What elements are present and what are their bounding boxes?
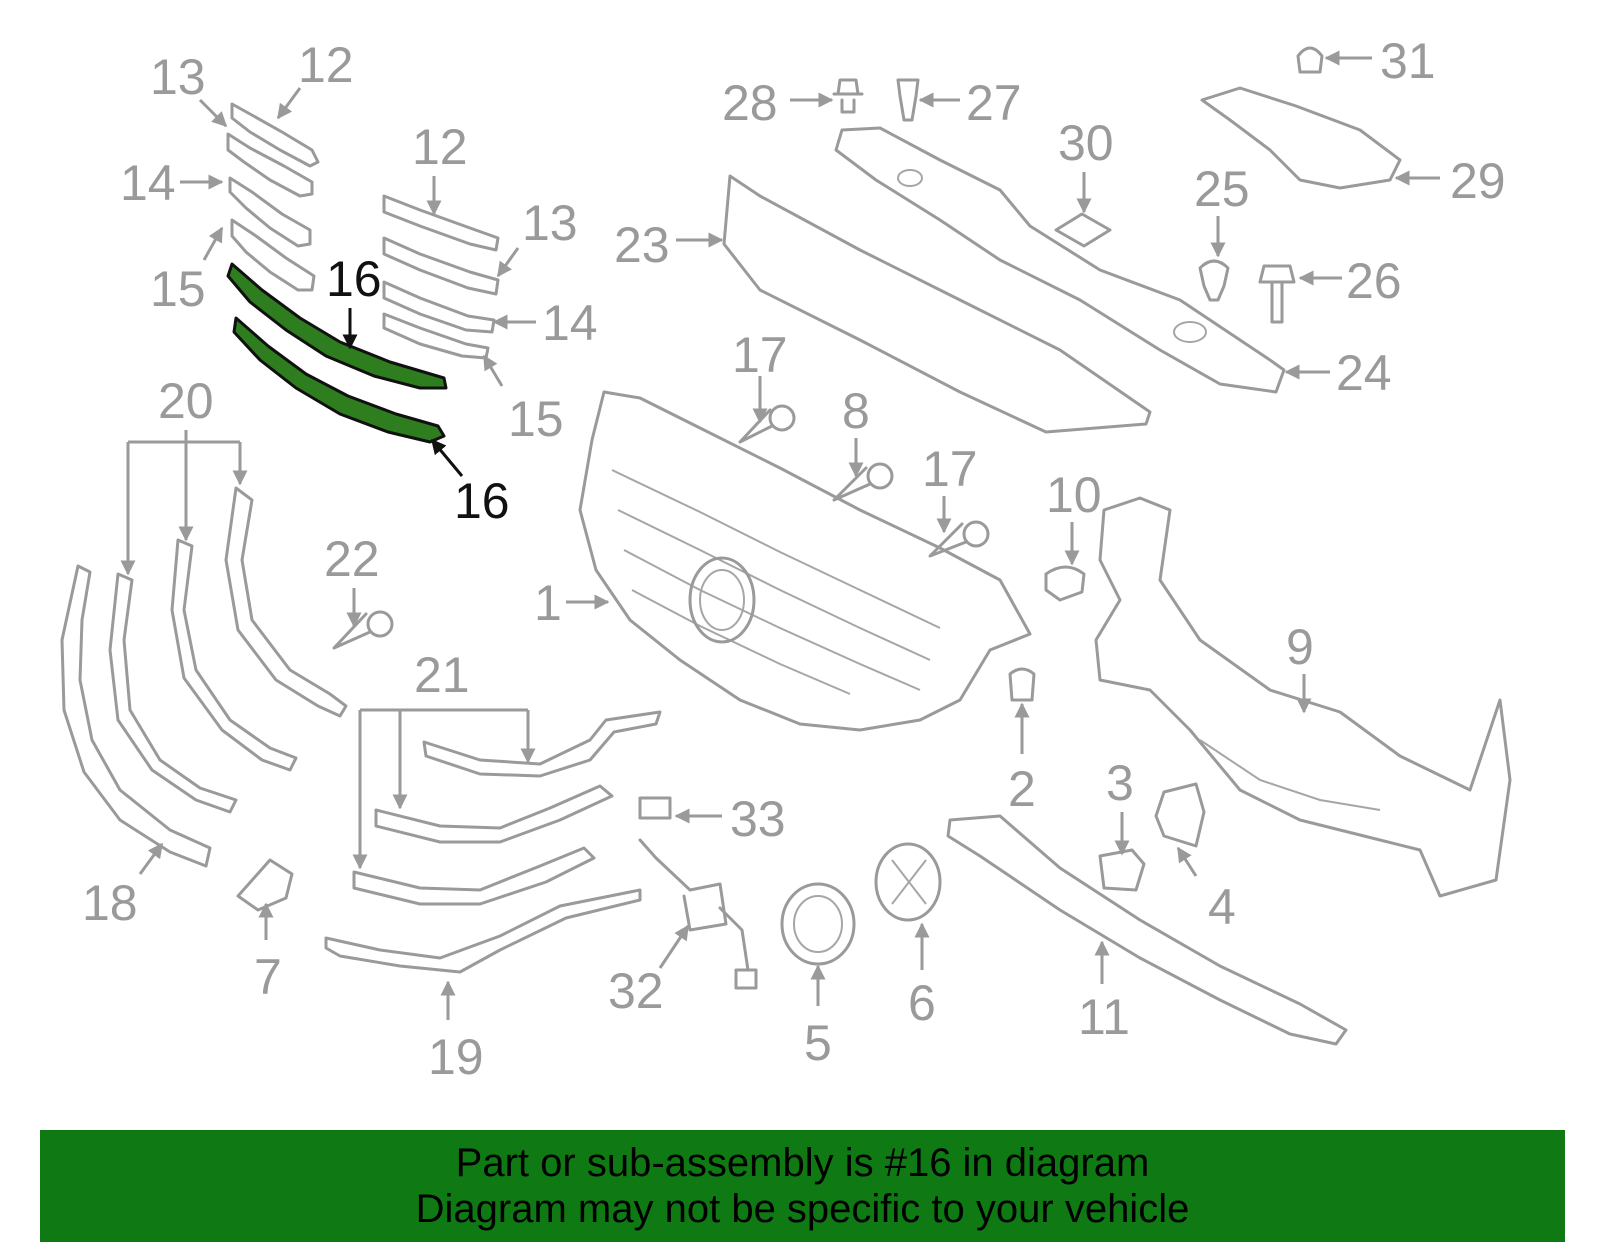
callout-9: 9 — [1286, 619, 1314, 675]
part-30 — [1054, 212, 1112, 248]
molding-strip-14-right — [382, 280, 496, 334]
trim-18 — [60, 564, 212, 868]
molding-strip-15-left — [230, 218, 316, 292]
callout-19: 19 — [428, 1029, 484, 1085]
callout-13: 13 — [522, 195, 578, 251]
callout-28: 28 — [722, 75, 778, 131]
callout-7: 7 — [254, 949, 282, 1005]
grille-assembly-1 — [578, 390, 1032, 732]
callout-13: 13 — [150, 49, 206, 105]
callout-8: 8 — [842, 383, 870, 439]
molding-19 — [324, 888, 642, 974]
callout-27: 27 — [966, 75, 1022, 131]
callout-29: 29 — [1450, 153, 1506, 209]
callout-30: 30 — [1058, 115, 1114, 171]
screw-17-lower — [928, 520, 990, 558]
clip-31 — [1296, 46, 1324, 74]
callout-17: 17 — [732, 327, 788, 383]
callout-32: 32 — [608, 963, 664, 1019]
callout-3: 3 — [1106, 755, 1134, 811]
callout-numbers: 13 12 14 15 12 13 14 15 20 21 18 7 19 22… — [82, 33, 1506, 1085]
reinforcement-11 — [946, 814, 1348, 1046]
bracket-6 — [874, 842, 942, 922]
callout-23: 23 — [614, 217, 670, 273]
clip-2 — [1008, 667, 1036, 702]
highlighted-part-16-upper — [226, 262, 448, 390]
molding-strip-13-left — [226, 132, 314, 198]
clip-28 — [832, 78, 864, 114]
plate-29 — [1200, 86, 1402, 190]
callout-22: 22 — [324, 531, 380, 587]
footer-banner: Part or sub-assembly is #16 in diagram D… — [40, 1130, 1565, 1242]
callout-20: 20 — [158, 373, 214, 429]
bolt-26 — [1258, 264, 1296, 324]
shroud-23 — [722, 174, 1152, 434]
molding-21a — [422, 710, 662, 778]
callout-21: 21 — [414, 647, 470, 703]
emblem-5 — [780, 882, 856, 966]
callout-2: 2 — [1008, 761, 1036, 817]
footer-line-2: Diagram may not be specific to your vehi… — [415, 1187, 1190, 1231]
callout-14: 14 — [120, 155, 176, 211]
callout-31: 31 — [1380, 33, 1436, 89]
callout-4: 4 — [1208, 879, 1236, 935]
parts-diagram: 13 12 14 15 12 13 14 15 20 21 18 7 19 22… — [60, 33, 1512, 1085]
trim-20b — [170, 538, 298, 772]
molding-21c — [352, 846, 596, 906]
callout-14: 14 — [542, 295, 598, 351]
shield-24 — [834, 126, 1286, 394]
clip-10 — [1044, 565, 1086, 602]
trim-20c — [224, 486, 348, 718]
clip-25 — [1198, 259, 1230, 302]
callout-17: 17 — [922, 441, 978, 497]
carrier-9 — [1094, 496, 1512, 898]
callout-1: 1 — [534, 575, 562, 631]
molding-strip-12-left — [230, 102, 320, 168]
callout-26: 26 — [1346, 253, 1402, 309]
callout-15: 15 — [508, 391, 564, 447]
footer-line-1: Part or sub-assembly is #16 in diagram — [455, 1141, 1150, 1185]
screw-22 — [332, 610, 394, 650]
callout-16-upper: 16 — [326, 251, 382, 307]
callout-10: 10 — [1046, 467, 1102, 523]
callout-25: 25 — [1194, 161, 1250, 217]
bracket-4 — [1154, 782, 1206, 848]
callout-12: 12 — [412, 119, 468, 175]
callout-24: 24 — [1336, 345, 1392, 401]
bracket-7 — [236, 858, 294, 912]
callout-16-lower: 16 — [454, 473, 510, 529]
clip-27 — [896, 78, 920, 122]
callout-11: 11 — [1078, 989, 1130, 1045]
bracket-3 — [1098, 848, 1146, 892]
molding-strip-12-right — [382, 194, 500, 252]
callout-6: 6 — [908, 975, 936, 1031]
bracket-32 — [638, 838, 758, 990]
screw-8 — [832, 462, 894, 502]
molding-strip-13-right — [382, 236, 500, 296]
screw-17-upper — [738, 404, 796, 444]
callout-18: 18 — [82, 875, 138, 931]
callout-15: 15 — [150, 261, 206, 317]
leader-lines — [120, 50, 1440, 1020]
callout-5: 5 — [804, 1015, 832, 1071]
molding-strip-14-left — [228, 176, 312, 248]
molding-21b — [374, 784, 614, 844]
trim-20a — [108, 572, 238, 814]
sensor-33 — [638, 796, 672, 820]
callout-33: 33 — [730, 791, 786, 847]
highlight-leaders — [342, 308, 464, 477]
callout-12: 12 — [298, 37, 354, 93]
